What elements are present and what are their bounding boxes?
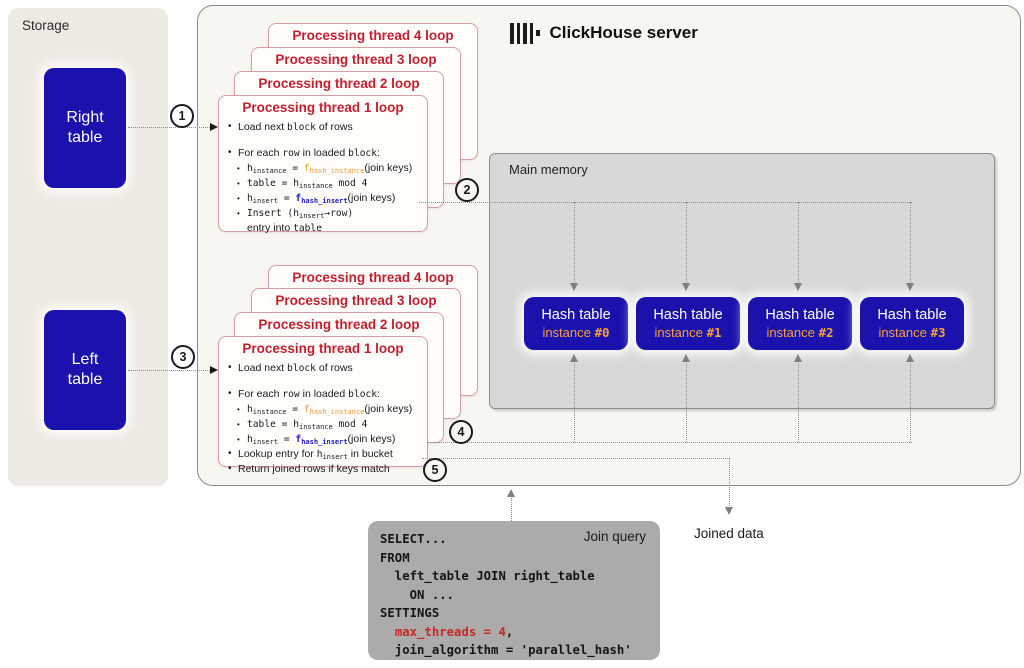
- arrow-lookup-to-memory: [427, 442, 912, 443]
- up-line-instance-0: [574, 360, 575, 442]
- drop-line-instance-2: [798, 202, 799, 284]
- drop-line-instance-0: [574, 202, 575, 284]
- insert-loop-steps: •Load next block of rows•For each row in…: [228, 121, 413, 234]
- thread-card-title: Processing thread 1 loop: [242, 100, 404, 115]
- arrowhead-icon: [507, 489, 515, 497]
- arrowhead-icon: [570, 354, 578, 362]
- thread-card-title: Processing thread 3 loop: [275, 293, 437, 308]
- hash-table-instance-0: Hash table instance #0: [524, 297, 628, 350]
- arrowhead-icon: [682, 354, 690, 362]
- thread-card-title: Processing thread 1 loop: [242, 341, 404, 356]
- hash-table-name: Hash table: [653, 306, 723, 323]
- hash-table-name: Hash table: [877, 306, 947, 323]
- arrowhead-icon: [682, 283, 690, 291]
- hash-table-instance-label: instance #0: [542, 324, 610, 340]
- step-circle-2: 2: [455, 178, 479, 202]
- hash-table-name: Hash table: [765, 306, 835, 323]
- step-circle-3: 3: [171, 345, 195, 369]
- storage-label: Storage: [22, 18, 70, 33]
- arrowhead-icon: [794, 354, 802, 362]
- step-circle-1: 1: [170, 104, 194, 128]
- thread-card-title: Processing thread 4 loop: [292, 270, 454, 285]
- hash-table-name: Hash table: [541, 306, 611, 323]
- server-title: ClickHouse server: [549, 23, 698, 42]
- arrowhead-icon: [570, 283, 578, 291]
- arrowhead-icon: [210, 123, 218, 131]
- thread-card-title: Processing thread 2 loop: [258, 76, 420, 91]
- left-table-box: Left table: [44, 310, 126, 430]
- thread-card-title: Processing thread 3 loop: [275, 52, 437, 67]
- arrowhead-icon: [725, 507, 733, 515]
- thread-card-title: Processing thread 2 loop: [258, 317, 420, 332]
- main-memory-panel: [489, 153, 995, 409]
- join-query-label: Join query: [583, 529, 646, 544]
- main-memory-label: Main memory: [509, 162, 588, 177]
- arrowhead-icon: [906, 283, 914, 291]
- join-query-box: Join query SELECT...FROM left_table JOIN…: [368, 521, 660, 660]
- hash-table-instance-label: instance #3: [878, 324, 946, 340]
- right-table-box: Right table: [44, 68, 126, 188]
- up-line-instance-2: [798, 360, 799, 442]
- thread-card-1: Processing thread 1 loop •Load next bloc…: [218, 95, 428, 234]
- hash-table-instance-2: Hash table instance #2: [748, 297, 852, 350]
- arrow-left-table-to-thread: [128, 370, 212, 371]
- thread-card-1: Processing thread 1 loop •Load next bloc…: [218, 336, 428, 475]
- arrow-right-table-to-thread: [128, 127, 212, 128]
- joined-data-label: Joined data: [694, 526, 764, 541]
- step-circle-4: 4: [449, 420, 473, 444]
- up-line-instance-3: [910, 360, 911, 442]
- thread-card-title: Processing thread 4 loop: [292, 28, 454, 43]
- step-circle-5: 5: [423, 458, 447, 482]
- hash-table-instance-label: instance #2: [766, 324, 834, 340]
- arrowhead-icon: [794, 283, 802, 291]
- arrowhead-icon: [210, 366, 218, 374]
- hash-table-instance-3: Hash table instance #3: [860, 297, 964, 350]
- clickhouse-logo-icon: [510, 22, 540, 44]
- drop-line-instance-1: [686, 202, 687, 284]
- query-to-server-line: [511, 496, 512, 521]
- arrow-return-joined-rows: [422, 458, 730, 459]
- arrowhead-icon: [906, 354, 914, 362]
- hash-table-instance-label: instance #1: [654, 324, 722, 340]
- drop-line-instance-3: [910, 202, 911, 284]
- lookup-loop-steps: •Load next block of rows•For each row in…: [228, 362, 413, 475]
- sql-code: SELECT...FROM left_table JOIN right_tabl…: [380, 532, 632, 657]
- arrow-insert-to-memory: [419, 202, 912, 203]
- hash-table-instance-1: Hash table instance #1: [636, 297, 740, 350]
- up-line-instance-1: [686, 360, 687, 442]
- clickhouse-header: ClickHouse server: [510, 22, 698, 44]
- joined-data-line: [729, 458, 730, 508]
